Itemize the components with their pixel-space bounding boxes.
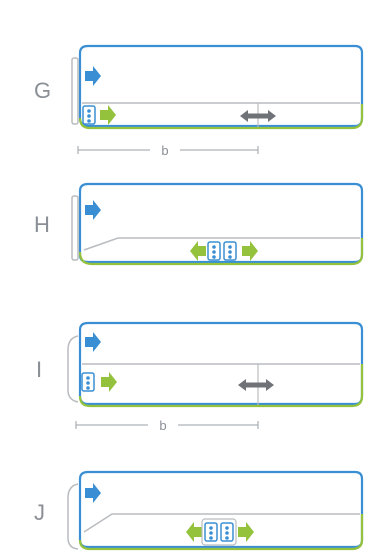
dimension-label: b [159, 418, 166, 433]
dimension-label: b [161, 143, 168, 158]
blue-arrow-icon [85, 200, 101, 220]
green-arrow-icon [100, 105, 116, 125]
unit-icon [207, 241, 221, 261]
green-arrow-icon [242, 241, 258, 261]
unit-icon [81, 372, 95, 392]
green-arrow-icon [186, 522, 202, 542]
unit-icon [223, 241, 237, 261]
green-arrow-icon [190, 241, 206, 261]
blue-arrow-icon [85, 66, 101, 86]
dimension-b: b [75, 418, 259, 433]
unit-icon [220, 522, 234, 542]
diagram-label-g: G [34, 78, 51, 103]
diagram-label-i: I [36, 357, 42, 382]
diagram-label-j: J [34, 500, 45, 525]
unit-icon [204, 522, 218, 542]
green-arrow-icon [238, 522, 254, 542]
diagram-label-h: H [34, 212, 50, 237]
green-arrow-icon [101, 372, 117, 392]
dimension-b: b [77, 143, 259, 158]
unit-icon [82, 105, 96, 125]
blue-arrow-icon [85, 332, 101, 352]
blue-arrow-icon [85, 483, 101, 503]
diagram-h: H [34, 182, 364, 266]
gray-double-arrow-icon [238, 379, 274, 391]
diagram-i: I b [36, 321, 364, 433]
diagram-g: G b [34, 44, 364, 158]
diagram-j: J [34, 470, 364, 551]
